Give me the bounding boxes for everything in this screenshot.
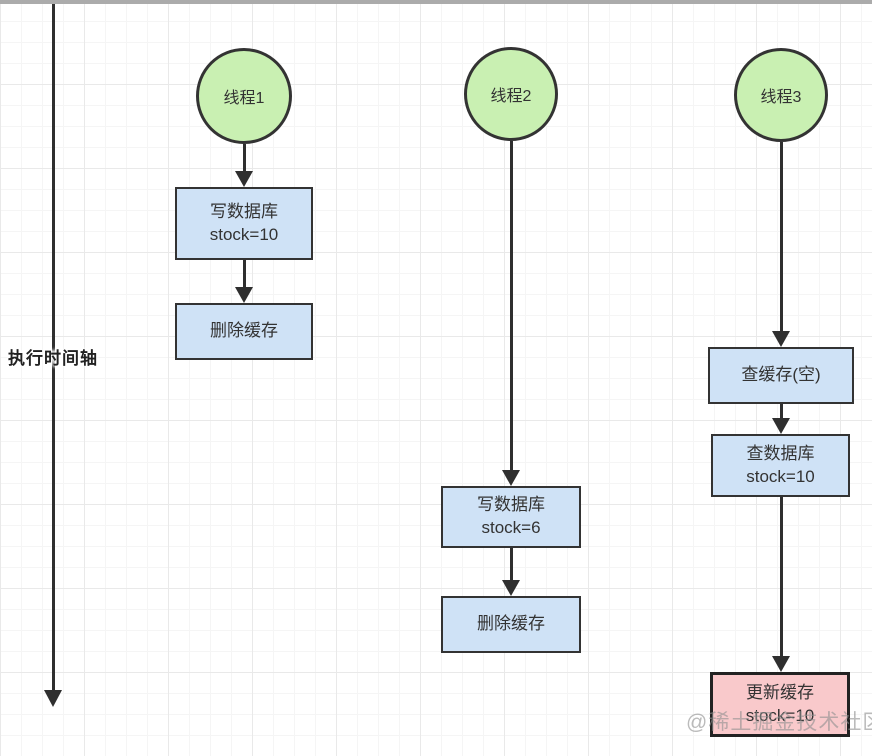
step-value: stock=10 [746,466,815,486]
arrow-head-icon [772,656,790,672]
step-label: 更新缓存 [746,682,814,702]
step-label: 删除缓存 [210,321,278,341]
thread3-circle: 线程3 [734,48,828,142]
arrow-head-icon [235,171,253,187]
arrow-shaft [779,497,783,657]
arrow-head-icon [772,331,790,347]
arrow-shaft [779,404,783,419]
step-label: 删除缓存 [477,614,545,634]
step-label: 写数据库 [477,495,545,515]
step-value: stock=10 [209,224,279,244]
step-label: 查缓存(空) [741,365,821,385]
arrow-shaft [242,144,246,172]
step-value: stock=6 [481,518,541,537]
thread3-step3-box-highlighted: 更新缓存 stock=10 [710,672,850,737]
thread3-step2-box: 查数据库 stock=10 [711,434,850,497]
arrow-head-icon [502,470,520,486]
thread1-step2-box: 删除缓存 [175,303,313,360]
arrow-shaft [509,141,513,471]
step-label: 查数据库 [746,443,815,463]
thread2-step1-box: 写数据库 stock=6 [441,486,581,548]
arrow-head-icon [502,580,520,596]
thread3-name: 线程3 [760,89,802,106]
timeline-axis-line [52,4,55,690]
top-scrollbar [0,0,872,4]
timeline-label: 执行时间轴 [8,349,98,368]
thread1-step1-box: 写数据库 stock=10 [175,187,313,260]
arrow-shaft [779,142,783,332]
thread2-circle: 线程2 [464,47,558,141]
arrow-head-icon [235,287,253,303]
watermark: @稀土掘金技术社区 [686,711,872,734]
thread1-name: 线程1 [223,90,265,107]
arrow-head-icon [772,418,790,434]
arrow-shaft [509,548,513,581]
timeline-axis-arrowhead-icon [44,690,62,707]
thread2-step2-box: 删除缓存 [441,596,581,653]
thread2-name: 线程2 [490,88,532,105]
step-value: stock=10 [745,705,815,725]
step-label: 写数据库 [210,201,278,221]
arrow-shaft [242,260,246,288]
thread3-step1-box: 查缓存(空) [708,347,854,404]
thread1-circle: 线程1 [196,48,292,144]
